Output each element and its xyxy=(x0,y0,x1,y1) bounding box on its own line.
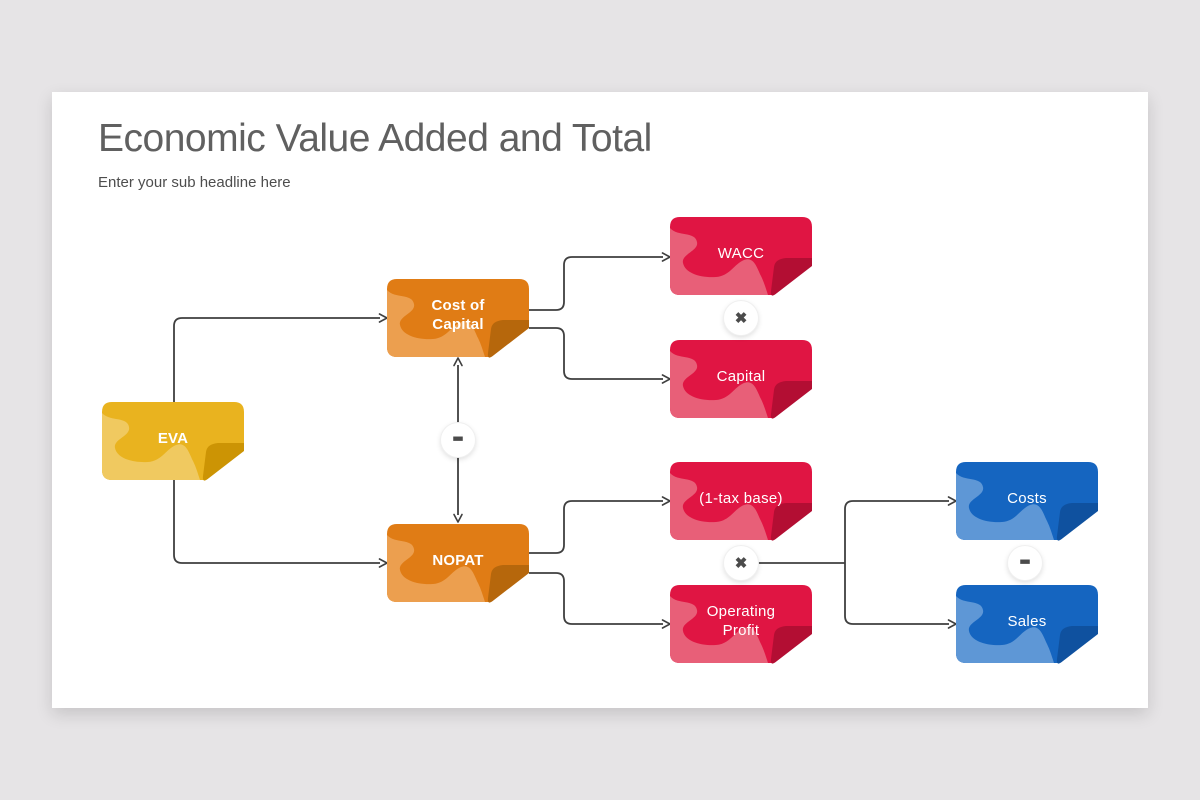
operator-minus-badge-costs-sales[interactable]: − xyxy=(1008,540,1042,586)
node-capital[interactable]: Capital xyxy=(670,340,812,419)
node-label: EVA xyxy=(157,429,189,447)
node-eva[interactable]: EVA xyxy=(102,402,244,481)
multiply-icon: ✖ xyxy=(734,309,748,327)
node-label: Cost of Capital xyxy=(431,297,485,333)
minus-icon: − xyxy=(452,417,464,463)
connector-nopat-to-tax-base xyxy=(529,496,671,554)
card-fold-corner xyxy=(770,626,812,664)
connector-cost-of-capital-to-wacc xyxy=(529,252,671,311)
connector-cost-of-capital-to-capital xyxy=(529,327,671,384)
connector-lines xyxy=(173,252,957,629)
card-wave xyxy=(956,596,1054,663)
connector-eva-to-cost-of-capital xyxy=(173,313,388,402)
folded-card-shape xyxy=(670,462,812,541)
node-label: WACC xyxy=(717,244,765,262)
node-sales[interactable]: Sales xyxy=(956,585,1098,664)
card-wave xyxy=(102,413,200,480)
folded-card-shape xyxy=(956,585,1098,664)
node-label: Costs xyxy=(1007,489,1047,507)
card-wave xyxy=(670,596,768,663)
card-fold-corner xyxy=(487,320,529,358)
node-cost-of-capital[interactable]: Cost of Capital xyxy=(387,279,529,358)
operator-minus-badge-cost-of-capital-nopat[interactable]: − xyxy=(441,417,475,463)
slide-canvas: Economic Value Added and Total Enter you… xyxy=(52,92,1148,708)
folded-card-shape xyxy=(387,279,529,358)
node-tax-base[interactable]: (1-tax base) xyxy=(670,462,812,541)
card-fold-corner xyxy=(1056,626,1098,664)
node-costs[interactable]: Costs xyxy=(956,462,1098,541)
card-fold-corner xyxy=(202,443,244,481)
card-fold-corner xyxy=(770,381,812,419)
card-fold-corner xyxy=(1056,503,1098,541)
card-wave xyxy=(670,228,768,295)
card-fold-corner xyxy=(770,258,812,296)
card-wave xyxy=(387,290,485,357)
node-label: Sales xyxy=(1007,612,1047,630)
node-label: NOPAT xyxy=(432,551,484,569)
folded-card-shape xyxy=(956,462,1098,541)
node-label: (1-tax base) xyxy=(699,489,783,507)
folded-card-shape xyxy=(670,217,812,296)
folded-card-shape xyxy=(387,524,529,603)
connector-eva-to-nopat xyxy=(173,480,388,568)
card-fold-corner xyxy=(770,503,812,541)
card-wave xyxy=(670,473,768,540)
connector-nopat-to-operating-profit xyxy=(529,572,671,629)
operator-multiply-badge-taxbase-operating-profit[interactable]: ✖ xyxy=(724,546,758,580)
node-label: Operating Profit xyxy=(706,603,776,639)
operator-multiply-badge-wacc-capital[interactable]: ✖ xyxy=(724,301,758,335)
folded-card-shape xyxy=(102,402,244,481)
card-wave xyxy=(670,351,768,418)
card-wave xyxy=(956,473,1054,540)
node-wacc[interactable]: WACC xyxy=(670,217,812,296)
node-operating-profit[interactable]: Operating Profit xyxy=(670,585,812,664)
folded-card-shape xyxy=(670,585,812,664)
slide-subtitle: Enter your sub headline here xyxy=(98,174,291,191)
minus-icon: − xyxy=(1019,540,1031,586)
node-label: Capital xyxy=(716,367,766,385)
multiply-icon: ✖ xyxy=(734,554,748,572)
folded-card-shape xyxy=(670,340,812,419)
slide-title: Economic Value Added and Total xyxy=(98,117,652,160)
card-fold-corner xyxy=(487,565,529,603)
node-nopat[interactable]: NOPAT xyxy=(387,524,529,603)
card-wave xyxy=(387,535,485,602)
eva-flowchart: EVA Cost of Capital NOPAT xyxy=(52,92,1148,708)
connector-branch-to-sales xyxy=(844,563,957,629)
connector-branch-to-costs xyxy=(844,496,957,563)
